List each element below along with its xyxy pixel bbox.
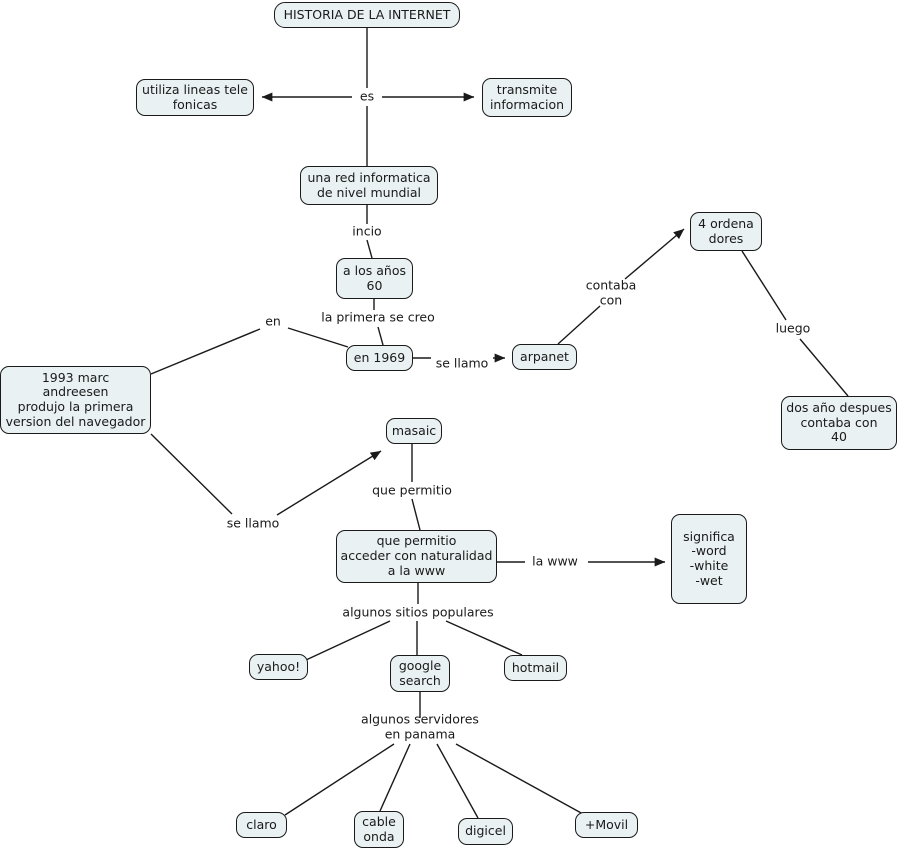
edge-p-sitios-yahoo [305, 620, 391, 661]
node-label-claro: claro [246, 816, 277, 832]
edge-label-luego: luego [775, 320, 811, 336]
node-ordenadores[interactable]: 4 ordena dores [690, 212, 762, 251]
edge-p-contaba-ordenadores [624, 228, 685, 280]
node-label-cableonda: cable onda [362, 813, 396, 844]
node-label-en1969: en 1969 [353, 349, 406, 365]
node-masaic[interactable]: masaic [386, 418, 442, 444]
node-label-lineas: utiliza lineas tele fonicas [142, 81, 248, 112]
node-label-movil: +Movil [584, 816, 629, 832]
node-label-ordenadores: 4 ordena dores [698, 215, 754, 246]
node-label-google: google search [398, 657, 442, 688]
edge-label-sitios: algunos sitios populares [342, 604, 494, 620]
node-yahoo[interactable]: yahoo! [249, 654, 308, 680]
node-historia[interactable]: HISTORIA DE LA INTERNET [274, 2, 460, 28]
edge-p-sitios-hotmail [445, 620, 523, 656]
edge-label-quepermitio: que permitio [372, 482, 452, 498]
edge-p-arpanet-contaba [557, 305, 601, 345]
node-redinfo[interactable]: una red informatica de nivel mundial [300, 166, 438, 205]
node-significa[interactable]: significa -word -white -wet [671, 514, 747, 604]
edge-p-luego-dosanios [799, 338, 849, 397]
edge-label-incio: incio [352, 223, 382, 239]
node-label-transmite: transmite informacion [489, 81, 565, 112]
edge-label-en: en [265, 313, 281, 329]
node-marc1993[interactable]: 1993 marc andreesen produjo la primera v… [0, 366, 151, 434]
node-hotmail[interactable]: hotmail [504, 655, 567, 681]
node-label-redinfo: una red informatica de nivel mundial [307, 169, 431, 200]
node-transmite[interactable]: transmite informacion [482, 78, 572, 117]
edge-p-quepermitio2-box [411, 498, 421, 531]
edge-label-sellamo2: se llamo [226, 515, 280, 531]
node-label-marc1993: 1993 marc andreesen produjo la primera v… [5, 369, 146, 429]
edge-p-servidores-claro [284, 743, 395, 816]
edge-label-sellamo1: se llamo [435, 355, 489, 371]
edge-p-marc1993-en [150, 328, 261, 375]
node-label-yahoo: yahoo! [256, 658, 301, 674]
edge-p-incio-anios60 [366, 239, 373, 259]
node-label-anios60: a los años 60 [343, 262, 406, 293]
node-label-significa: significa -word -white -wet [683, 528, 735, 588]
node-label-historia: HISTORIA DE LA INTERNET [283, 6, 451, 22]
edge-p-sellamo2-masaic [276, 450, 382, 516]
node-en1969[interactable]: en 1969 [346, 345, 413, 371]
node-google[interactable]: google search [390, 655, 450, 692]
node-movil[interactable]: +Movil [575, 812, 638, 838]
node-label-dosanios: dos año despues contaba con 40 [786, 399, 892, 445]
node-arpanet[interactable]: arpanet [512, 344, 577, 370]
edge-p-servidores-movil [455, 743, 584, 815]
edge-p-ordenadores-luego [741, 250, 787, 321]
node-dosanios[interactable]: dos año despues contaba con 40 [781, 396, 897, 450]
edge-p-servidores-cableonda [379, 743, 411, 812]
edge-label-lawww: la www [532, 553, 578, 569]
node-quepermitio[interactable]: que permitio acceder con naturalidad a l… [336, 530, 497, 583]
node-label-masaic: masaic [391, 422, 437, 438]
node-claro[interactable]: claro [236, 812, 287, 838]
node-label-arpanet: arpanet [520, 348, 569, 364]
edge-label-es: es [359, 88, 375, 104]
edge-p-primera-en1969 [377, 326, 384, 346]
node-anios60[interactable]: a los años 60 [336, 258, 413, 299]
edge-p-marc1993-sellamo2 [150, 433, 233, 515]
node-label-hotmail: hotmail [511, 659, 560, 675]
node-label-digicel: digicel [465, 823, 506, 839]
edge-label-primera: la primera se creo [321, 309, 435, 325]
edge-label-contabacon: contaba con [585, 277, 637, 307]
node-label-quepermitio: que permitio acceder con naturalidad a l… [340, 533, 493, 578]
edge-p-en-en1969 [287, 327, 349, 348]
edge-p-servidores-digicel [436, 743, 479, 819]
edge-label-servidores: algunos servidores en panama [361, 711, 479, 741]
node-cableonda[interactable]: cable onda [354, 811, 404, 848]
node-lineas[interactable]: utiliza lineas tele fonicas [136, 79, 254, 116]
node-digicel[interactable]: digicel [458, 818, 513, 845]
